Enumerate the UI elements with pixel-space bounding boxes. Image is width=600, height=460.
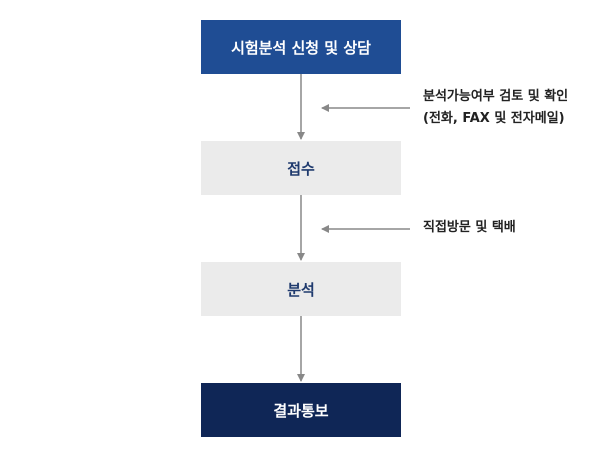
side-note-line: 직접방문 및 택배 xyxy=(423,220,516,235)
side-note-feasibility-review: 분석가능여부 검토 및 확인 (전화, FAX 및 전자메일) xyxy=(423,86,568,130)
step-label: 결과통보 xyxy=(273,401,329,420)
side-note-delivery-method: 직접방문 및 택배 xyxy=(423,217,516,239)
side-note-line: 분석가능여부 검토 및 확인 xyxy=(423,89,569,104)
step-label: 시험분석 신청 및 상담 xyxy=(231,38,371,57)
step-label: 분석 xyxy=(287,280,315,299)
step-box-result-notification: 결과통보 xyxy=(201,383,401,437)
step-box-application-consultation: 시험분석 신청 및 상담 xyxy=(201,20,401,74)
step-box-analysis: 분석 xyxy=(201,262,401,316)
step-box-reception: 접수 xyxy=(201,141,401,195)
step-label: 접수 xyxy=(287,159,315,178)
side-note-line: (전화, FAX 및 전자메일) xyxy=(423,111,565,126)
